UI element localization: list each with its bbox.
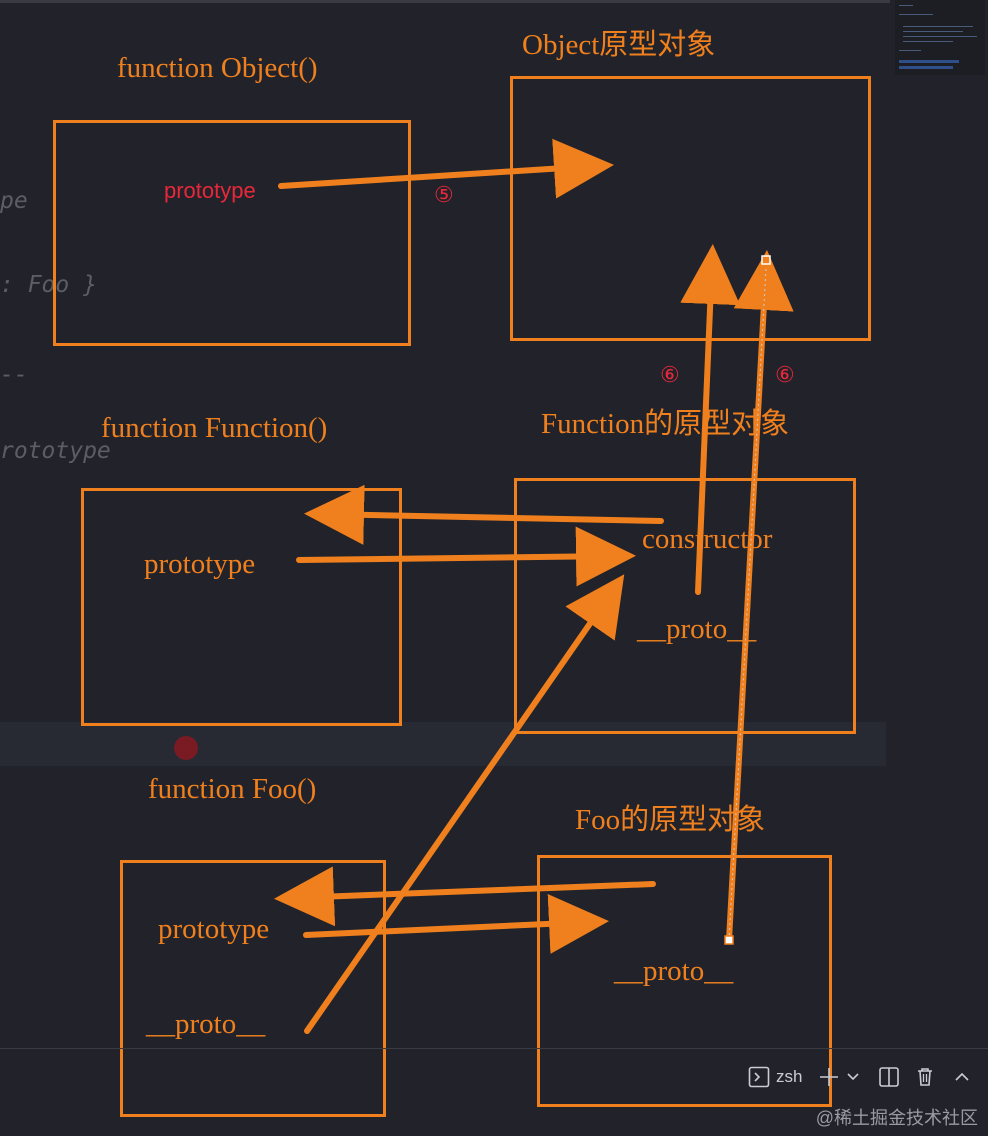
function-function-title: function Function() xyxy=(101,412,328,444)
function-proto-label: __proto__ xyxy=(637,613,757,645)
object-prototype-label: prototype xyxy=(164,178,256,203)
arrow-foo-constructor xyxy=(274,866,656,927)
minimap-line xyxy=(899,5,913,6)
minimap-line xyxy=(903,26,973,27)
foo-prototype-box xyxy=(537,855,832,1107)
arrow-object-prototype xyxy=(278,138,614,199)
watermark: @稀土掘金技术社区 xyxy=(815,1108,978,1128)
chevron-up-icon[interactable] xyxy=(954,1063,970,1091)
terminal-toolbar: zsh xyxy=(748,1062,970,1092)
object-function-title: function Object() xyxy=(117,52,318,84)
chevron-down-icon[interactable] xyxy=(846,1063,860,1091)
foo-function-box xyxy=(120,860,386,1117)
step-five-marker: ⑤ xyxy=(434,182,454,207)
function-prototype-box xyxy=(514,478,856,734)
plus-icon[interactable] xyxy=(818,1063,840,1091)
minimap-line xyxy=(899,60,959,63)
selected-arrow-guide xyxy=(728,267,767,941)
split-terminal-icon[interactable] xyxy=(878,1063,900,1091)
minimap-line xyxy=(899,14,933,15)
arrow-function-constructor xyxy=(304,484,664,545)
minimap-line xyxy=(903,31,963,32)
arrow-foo-prototype xyxy=(303,893,609,954)
terminal-shell-label[interactable]: zsh xyxy=(776,1067,803,1086)
terminal-panel-border xyxy=(0,1048,988,1049)
trash-icon[interactable] xyxy=(914,1063,936,1091)
minimap-line xyxy=(903,36,977,37)
foo-function-title: function Foo() xyxy=(148,773,317,805)
function-prototype-title: Function的原型对象 xyxy=(541,408,790,440)
object-function-box xyxy=(53,120,411,346)
object-prototype-box xyxy=(510,76,871,341)
code-fragment: rototype xyxy=(0,438,111,464)
step-six-marker: ⑥ xyxy=(775,362,795,387)
minimap[interactable] xyxy=(895,0,985,75)
code-fragment: pe xyxy=(0,188,28,214)
selection-handle[interactable] xyxy=(724,935,734,945)
selection-handle[interactable] xyxy=(761,255,771,265)
object-prototype-title: Object原型对象 xyxy=(522,29,716,61)
foo-prototype-label: prototype xyxy=(158,913,270,945)
arrow-foo-proto xyxy=(304,574,625,1034)
code-fragment: : Foo } xyxy=(0,272,97,298)
minimap-line xyxy=(899,66,953,69)
code-fragment: -- xyxy=(0,362,28,388)
terminal-icon[interactable] xyxy=(748,1063,770,1091)
function-function-box xyxy=(81,488,402,726)
editor-top-strip xyxy=(0,0,890,3)
foo-proto-label: __proto__ xyxy=(146,1008,266,1040)
breakpoint-dot[interactable] xyxy=(174,736,198,760)
minimap-line xyxy=(903,41,953,42)
arrow-function-proto xyxy=(680,244,741,595)
minimap-line xyxy=(899,50,921,51)
function-prototype-label: prototype xyxy=(144,548,256,580)
arrow-function-prototype xyxy=(296,526,636,587)
foo-prototype-proto-label: __proto__ xyxy=(614,955,734,987)
step-six-marker: ⑥ xyxy=(660,362,680,387)
